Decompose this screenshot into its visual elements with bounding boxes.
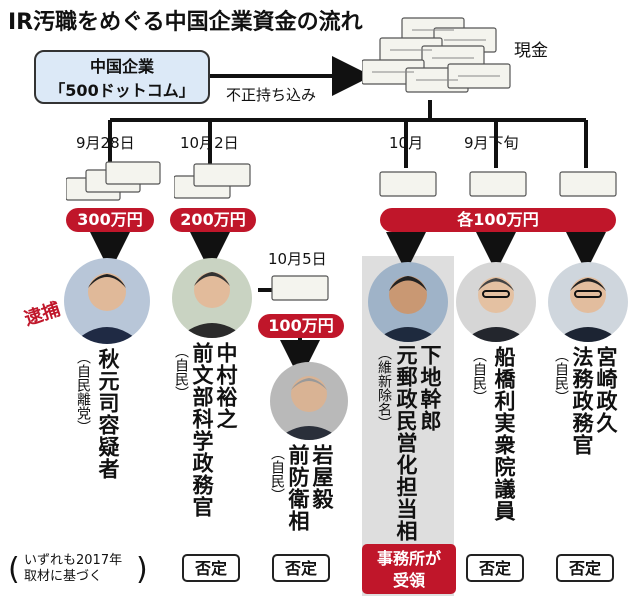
status-miyazaki: 否定 [556,554,614,582]
name-miyazaki-2: 法務政務官 [570,346,594,456]
status-iwaya: 否定 [272,554,330,582]
transfer-label: 不正持ち込み [226,86,317,104]
cash-pile-icon [362,17,511,93]
party-nakamura: （自民） [173,344,189,400]
status-shimoji: 事務所が受領 [362,544,456,594]
status-shimoji-text: 事務所が受領 [376,549,441,590]
status-nakamura: 否定 [182,554,240,582]
source-line-1: 中国企業 [89,57,154,76]
party-iwaya: （自民） [269,446,285,502]
footnote-line-2: 取材に基づく [24,569,103,584]
amount-group: 各100万円 [380,208,616,232]
footnote-bracket-right: ) [136,552,148,587]
party-shimoji: （維新除名） [376,346,392,430]
name-nakamura-2: 前文部科学政務官 [190,342,214,518]
portrait-nakamura [172,258,252,338]
footnote-bracket-left: ( [8,552,20,587]
date-akimoto: 9月28日 [76,134,135,152]
cash-stack-icon [559,171,617,197]
source-company-box: 中国企業 「500ドットコム」 [34,50,210,104]
amount-iwaya: 100万円 [258,314,344,338]
party-akimoto: （自民離党） [75,350,91,434]
party-funabashi: （自民） [471,348,487,404]
name-akimoto: 秋元司容疑者 [96,348,120,480]
footnote: ( いずれも2017年 取材に基づく ) [8,553,148,587]
footnote-line-1: いずれも2017年 [24,553,123,568]
name-shimoji-1: 下地幹郎 [418,344,442,432]
name-nakamura-1: 中村裕之 [214,342,238,430]
cash-label: 現金 [514,41,548,61]
name-iwaya-1: 岩屋毅 [310,444,334,510]
cash-stack-icon [271,275,329,301]
cash-stack-icon [174,163,251,199]
name-funabashi: 船橋利実衆院議員 [492,346,516,522]
name-miyazaki-1: 宮崎政久 [594,346,618,434]
party-miyazaki: （自民） [553,348,569,404]
date-funabashi: 9月下旬 [464,134,519,152]
date-nakamura: 10月2日 [180,134,239,152]
name-iwaya-2: 前防衛相 [286,444,310,532]
cash-stack-icon [469,171,527,197]
status-funabashi: 否定 [466,554,524,582]
portrait-miyazaki [548,262,628,342]
portrait-akimoto [64,258,150,344]
amount-nakamura: 200万円 [170,208,256,232]
cash-stack-icon [379,171,437,197]
page-title: IR汚職をめぐる中国企業資金の流れ [8,10,363,35]
portrait-funabashi [456,262,536,342]
date-shimoji: 10月 [389,134,424,152]
cash-stack-icon [66,161,161,201]
source-line-2: 「500ドットコム」 [49,81,195,100]
name-shimoji-2: 元郵政民営化担当相 [394,344,418,542]
amount-akimoto: 300万円 [66,208,154,232]
date-iwaya: 10月5日 [268,250,327,268]
portrait-iwaya [270,362,348,440]
portrait-shimoji [368,262,448,342]
